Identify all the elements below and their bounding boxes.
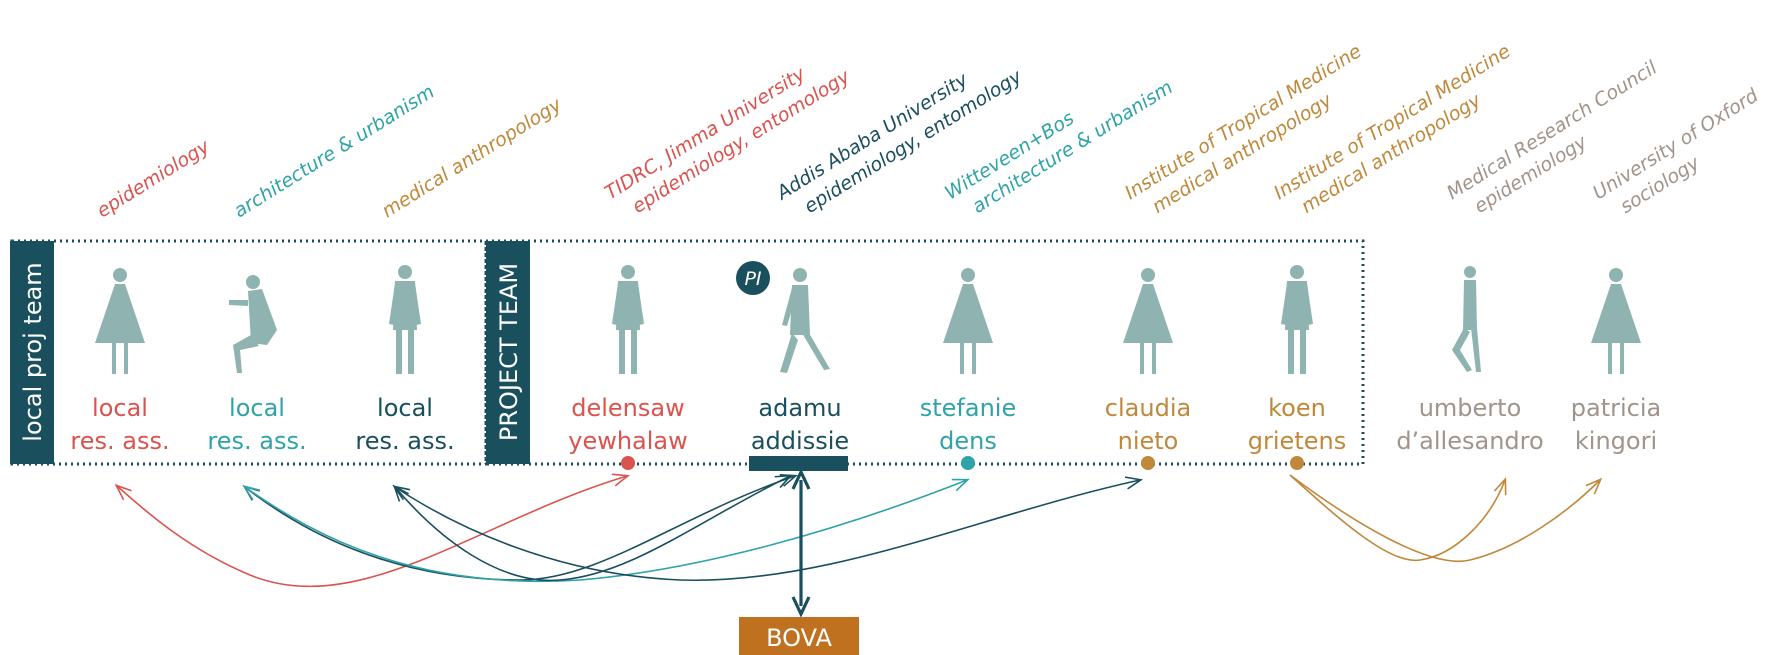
person-name-line1: adamu bbox=[758, 394, 841, 422]
bova-label: BOVA bbox=[766, 624, 832, 652]
person-name-line1: delensaw bbox=[571, 394, 684, 422]
person-figure-1 bbox=[229, 275, 277, 373]
arrow-adamu-local2 bbox=[245, 476, 795, 581]
project-team-label: PROJECT TEAM bbox=[495, 263, 523, 441]
person-name-line2: res. ass. bbox=[70, 427, 169, 455]
person-name-line1: claudia bbox=[1105, 394, 1191, 422]
person-name-line2: addissie bbox=[751, 427, 849, 455]
person-figure-3 bbox=[612, 265, 644, 374]
bova-box bbox=[739, 617, 859, 655]
person-dot-7 bbox=[1290, 456, 1304, 470]
arrow-adamu-local3 bbox=[395, 476, 790, 582]
arrow-claudia-local3 bbox=[395, 480, 1140, 582]
person-name-line2: yewhalaw bbox=[568, 427, 688, 455]
person-name-line2: res. ass. bbox=[207, 427, 306, 455]
local-team-label: local proj team bbox=[19, 262, 47, 441]
connections bbox=[117, 474, 1600, 588]
arrow-koen-umberto bbox=[1289, 474, 1505, 562]
person-figure-0 bbox=[95, 268, 145, 374]
person-figure-2 bbox=[389, 265, 421, 374]
person-figure-4 bbox=[780, 268, 830, 373]
person-name-line1: local bbox=[229, 394, 285, 422]
pi-badge-label: PI bbox=[744, 268, 761, 290]
person-name-line1: local bbox=[377, 394, 433, 422]
person-name-line1: stefanie bbox=[920, 394, 1016, 422]
pi-badge bbox=[736, 261, 770, 295]
person-figure-5 bbox=[943, 268, 993, 374]
person-dot-5 bbox=[961, 456, 975, 470]
person-name-line2: kingori bbox=[1575, 427, 1657, 455]
affiliation-label-0: epidemiology bbox=[93, 135, 214, 222]
person-dot-6 bbox=[1141, 456, 1155, 470]
person-name-line1: local bbox=[92, 394, 148, 422]
person-name-line2: res. ass. bbox=[355, 427, 454, 455]
arrow-stefanie-local2 bbox=[245, 480, 967, 583]
person-figure-7 bbox=[1281, 265, 1313, 374]
arrow-delensaw-local1 bbox=[117, 476, 627, 588]
person-figure-9 bbox=[1591, 268, 1641, 374]
arrow-koen-patricia bbox=[1289, 474, 1600, 563]
person-name-line2: dens bbox=[939, 427, 997, 455]
person-figure-6 bbox=[1123, 268, 1173, 374]
people-layer: local res. ass. epidemiology local res. ass.… bbox=[70, 40, 1763, 470]
person-name-line2: nieto bbox=[1118, 427, 1179, 455]
person-name-line1: koen bbox=[1268, 394, 1326, 422]
person-name-line2: d’allesandro bbox=[1396, 427, 1543, 455]
person-figure-8 bbox=[1452, 266, 1481, 372]
person-dot-3 bbox=[621, 456, 635, 470]
person-name-line1: umberto bbox=[1419, 394, 1522, 422]
adamu-underline-bar bbox=[749, 456, 848, 471]
affiliation-line1: epidemiology bbox=[93, 135, 214, 222]
project-team-label-bar bbox=[486, 241, 530, 464]
local-team-label-bar bbox=[10, 241, 54, 464]
person-name-line2: grietens bbox=[1248, 427, 1346, 455]
person-name-line1: patricia bbox=[1571, 394, 1661, 422]
